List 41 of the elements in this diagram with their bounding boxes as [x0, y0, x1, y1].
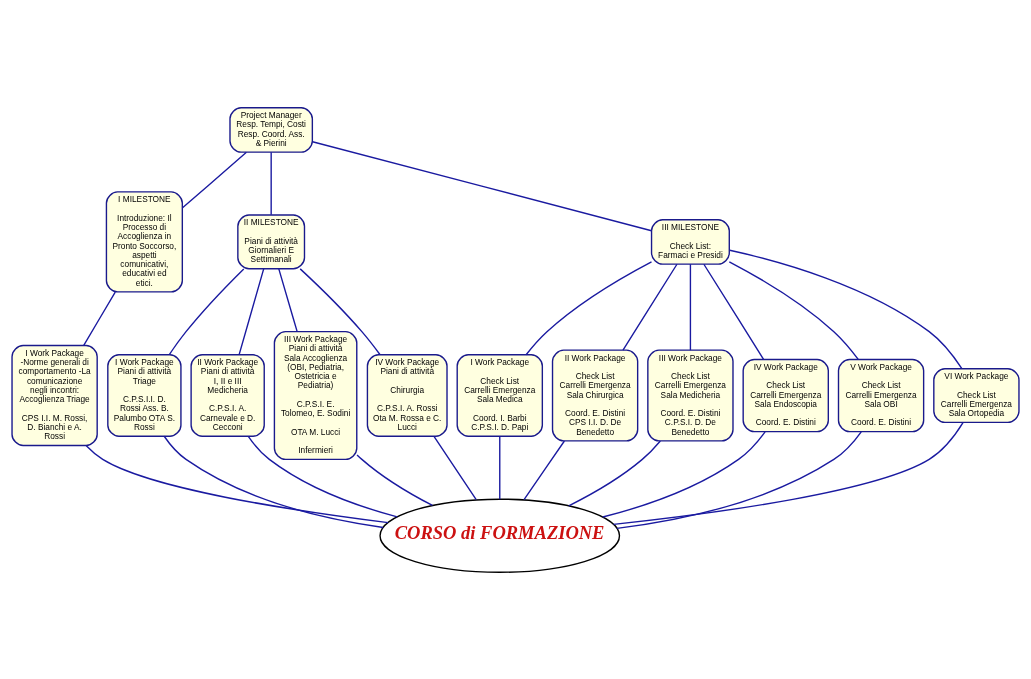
- connector: [238, 267, 265, 355]
- connector: [568, 439, 662, 506]
- connector: [85, 444, 389, 523]
- node-box: IV Work Package Check List Carrelli Emergenza Sala Endoscopia Coord. E. Distini: [742, 358, 829, 432]
- node-box: III Work Package Check List Carrelli Emergenza Sala Medicheria Coord. E. Distini C.P.S.I. D. De Benedetto: [647, 349, 734, 442]
- connector: [689, 263, 692, 351]
- connector: [356, 453, 434, 506]
- connector: [728, 260, 859, 360]
- connector: [612, 421, 964, 525]
- node-box: Project Manager Resp. Tempi, Costi Resp. Coord. Ass. & Pierini: [229, 106, 314, 153]
- node-box: I Work Package -Norme generali di comportamento -La comunicazione negli incontri: Accoglienza Triage CPS I.I. M. Rossi, D. Bianchi e A. Rossi: [11, 344, 98, 446]
- connector: [729, 249, 963, 369]
- connector: [278, 267, 298, 332]
- node-box: V Work Package Check List Carrelli Emergenza Sala OBI Coord. E. Distini: [837, 358, 925, 432]
- connector: [168, 267, 245, 355]
- connector: [499, 435, 501, 500]
- node-box: IV Work Package Piani di attività Chirurgia C.P.S.I. A. Rossi Ota M. Rossa e C. Lucci: [366, 353, 448, 437]
- node-box: I MILESTONE Introduzione: Il Processo di Accoglienza in Pronto Soccorso, aspetti comunicativi, educativi ed etici.: [105, 190, 183, 293]
- node-box: I Work Package Check List Carrelli Emergenza Sala Medica Coord. I. Barbi C.P.S.I. D. Papi: [456, 353, 544, 437]
- connector: [602, 430, 766, 518]
- connector: [525, 260, 653, 355]
- node-ellipse: CORSO di FORMAZIONE: [379, 498, 621, 573]
- node-box: II Work Package Check List Carrelli Emergenza Sala Chirurgica Coord. E. Distini CPS I.I. D. De Benedetto: [551, 349, 639, 442]
- connector: [523, 439, 566, 500]
- connector: [270, 151, 272, 216]
- connector: [311, 140, 653, 231]
- connector: [83, 290, 116, 346]
- node-box: I Work Package Piani di attività Triage C.P.S.I.I. D. Rossi Ass. B. Palumbo OTA S. Rossi: [107, 353, 182, 437]
- connector: [181, 151, 248, 208]
- node-box: III Work Package Piani di attività Sala Accoglienza (OBI, Pediatria, Ostetricia e Pediatria) C.P.S.I. E. Tolomeo, E. Sodini OTA M. Lucci Infermieri: [273, 330, 358, 460]
- connector: [433, 435, 477, 500]
- connector: [622, 263, 678, 351]
- connector: [163, 435, 384, 528]
- connector: [299, 267, 381, 355]
- node-box: II MILESTONE Piani di attività Giornalieri E Settimanali: [237, 213, 306, 269]
- node-box: VI Work Package Check List Carrelli Emergenza Sala Ortopedia: [933, 367, 1020, 423]
- node-box: II Work Package Piani di attività I, II e III Medicheria C.P.S.I. A. Carnevale e D. Cecconi: [190, 353, 265, 437]
- connector: [703, 263, 765, 360]
- node-box: III MILESTONE Check List: Farmaci e Presidi: [650, 218, 730, 265]
- connector: [616, 430, 862, 529]
- connector: [247, 435, 398, 517]
